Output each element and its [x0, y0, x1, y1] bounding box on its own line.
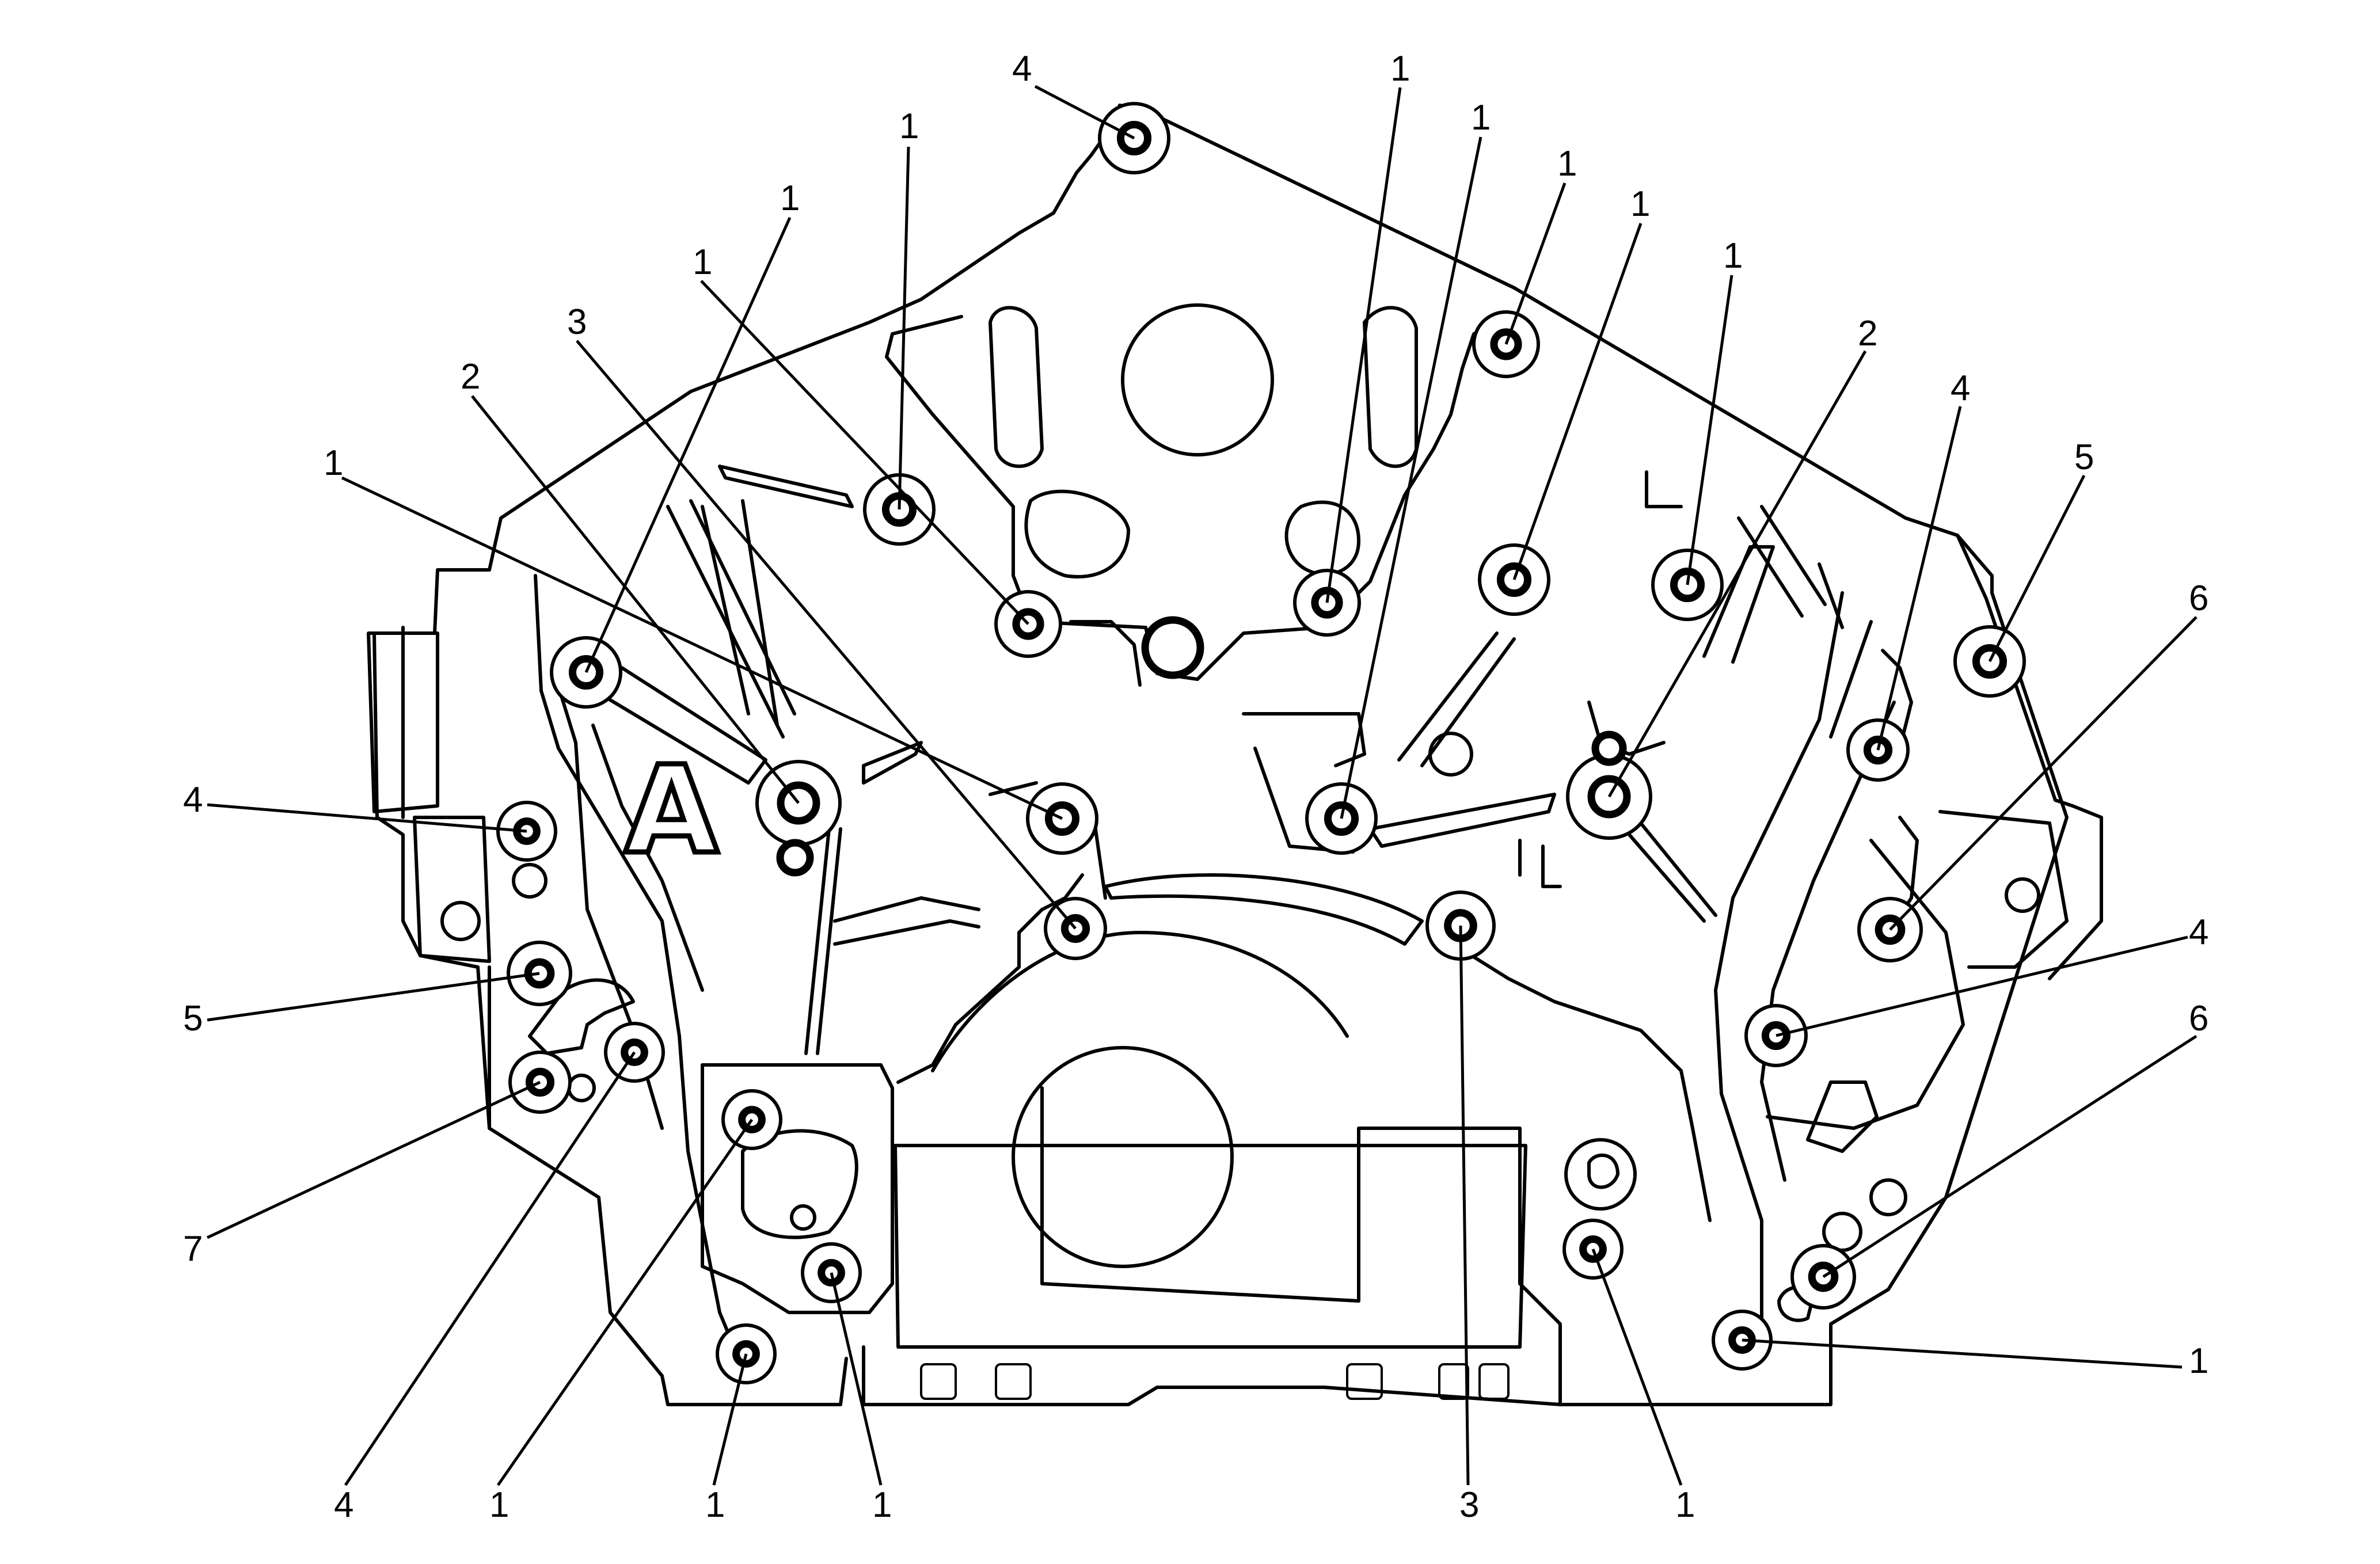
- leader-c7: [341, 476, 1063, 820]
- callout-c27: 3: [1459, 1485, 1479, 1525]
- leader-c2: [700, 280, 1029, 625]
- callout-c28: 1: [1675, 1485, 1695, 1525]
- callout-c19: 1: [2189, 1341, 2208, 1381]
- leader-c11: [1512, 223, 1643, 580]
- leader-c3: [898, 146, 910, 510]
- bolt-hole-left-deck-bolt: [1026, 782, 1098, 855]
- callout-c7: 1: [324, 443, 343, 483]
- callout-c8: 1: [1390, 49, 1410, 89]
- leader-c22: [206, 1080, 541, 1239]
- leader-c20: [207, 803, 527, 833]
- callout-c18: 6: [2189, 999, 2208, 1038]
- callout-c25: 1: [705, 1485, 725, 1525]
- leader-c23: [344, 1051, 636, 1486]
- leader-c28: [1591, 1249, 1683, 1486]
- leader-c13: [1607, 350, 1867, 798]
- callout-c24: 1: [489, 1485, 509, 1525]
- leader-c6: [471, 395, 800, 804]
- leader-c25: [712, 1353, 748, 1486]
- callout-c22: 7: [183, 1229, 203, 1269]
- leader-c8: [1325, 87, 1402, 603]
- callout-c14: 4: [1951, 368, 1970, 408]
- leader-c17: [1776, 935, 2188, 1037]
- stud-boss-right: [1591, 730, 1627, 766]
- callout-c3: 1: [899, 106, 919, 146]
- callout-c20: 4: [183, 780, 203, 820]
- callout-c26: 1: [872, 1485, 892, 1525]
- oil-pan-bolts: [920, 1363, 1510, 1400]
- callout-c17: 4: [2189, 912, 2208, 952]
- stud-boss-left: [776, 839, 814, 877]
- leader-c1: [1034, 85, 1135, 140]
- callout-c6: 2: [461, 357, 480, 397]
- callout-c4: 1: [780, 178, 800, 218]
- bolt-holes: [496, 102, 2026, 1384]
- leader-c9: [1340, 136, 1482, 819]
- callout-c2: 1: [693, 242, 712, 282]
- leader-c5: [576, 340, 1077, 930]
- leader-c26: [830, 1272, 883, 1486]
- callout-c5: 3: [567, 302, 587, 342]
- leader-c15: [1988, 474, 2086, 663]
- callout-c10: 1: [1557, 144, 1577, 184]
- callout-c21: 5: [183, 999, 203, 1038]
- engine-block-outline: A: [367, 104, 2103, 1406]
- block-stamp-letter: A: [625, 740, 718, 881]
- leader-c27: [1459, 925, 1470, 1486]
- leader-c14: [1876, 406, 1962, 751]
- leader-c21: [207, 972, 540, 1022]
- leader-c18: [1822, 1034, 2197, 1278]
- leader-c16: [1889, 616, 2197, 931]
- leader-c4: [584, 216, 792, 673]
- callout-c9: 1: [1471, 98, 1491, 138]
- callout-labels: 4 1 1 1 3 2 1 1 1 1 1 1 2 4 5 6 4 6 1 4 …: [183, 49, 2208, 1525]
- callout-c23: 4: [334, 1485, 353, 1525]
- leader-c24: [496, 1118, 754, 1486]
- leader-c10: [1504, 182, 1567, 345]
- leader-c12: [1686, 275, 1733, 585]
- callout-leaders: [206, 85, 2197, 1486]
- callout-c11: 1: [1630, 184, 1650, 224]
- callout-c12: 1: [1723, 236, 1743, 276]
- leader-c19: [1742, 1338, 2183, 1369]
- callout-c16: 6: [2189, 579, 2208, 618]
- callout-c13: 2: [1858, 314, 1877, 353]
- bolt-boss-lower: [1141, 616, 1204, 679]
- callout-c1: 4: [1012, 49, 1032, 89]
- callout-c15: 5: [2074, 437, 2094, 477]
